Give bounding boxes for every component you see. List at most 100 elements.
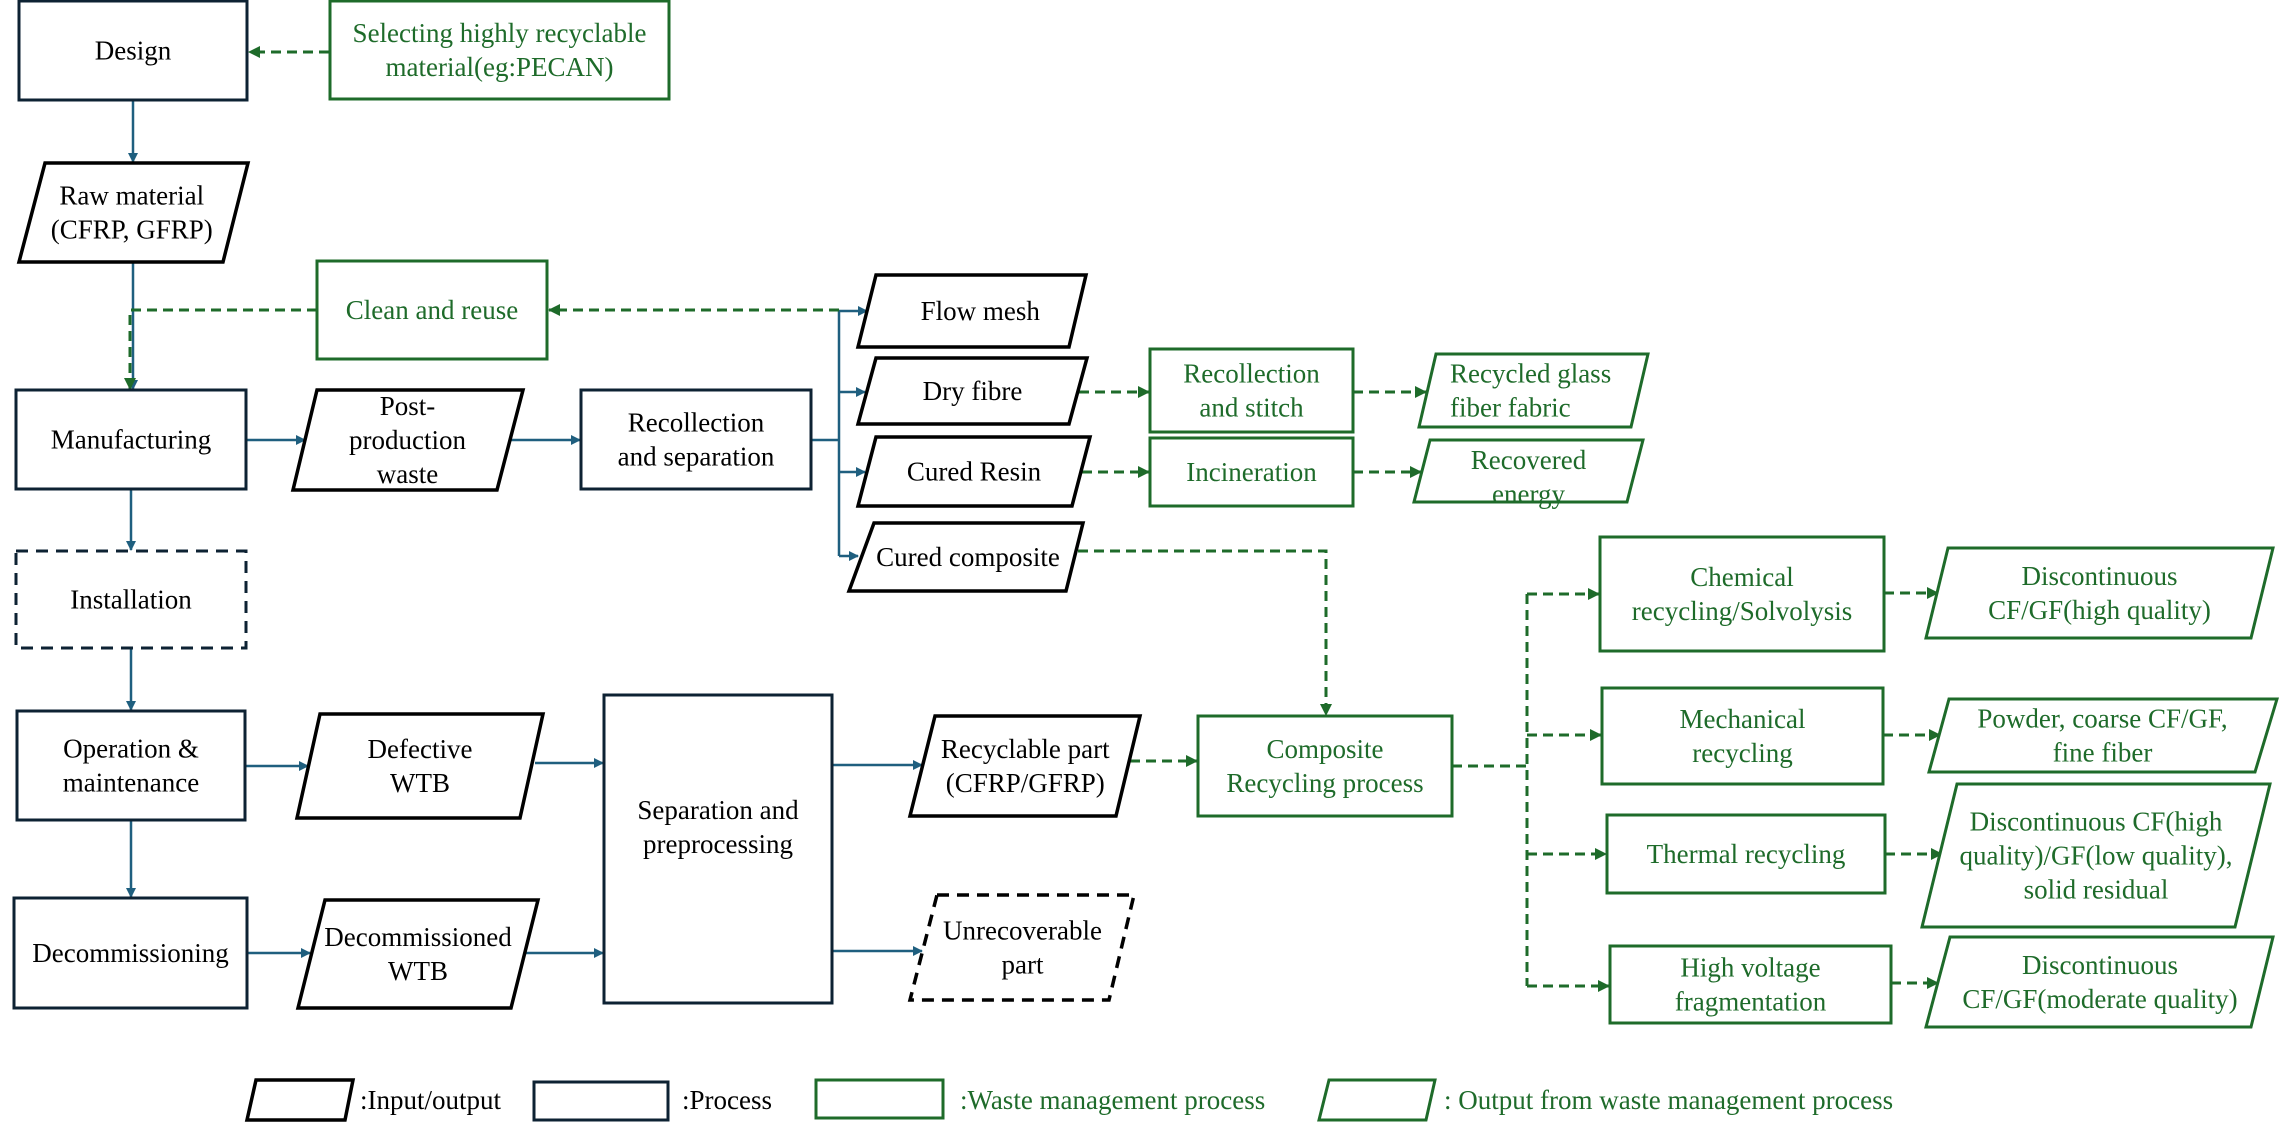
parallelogram-shape <box>855 273 1089 349</box>
incineration-box: Incineration <box>1148 436 1355 508</box>
raw-material-box: Raw material (CFRP, GFRP) <box>16 161 251 264</box>
recycled-glass-label-line: fiber fabric <box>1450 393 1571 423</box>
operation-maintenance-box: Operation &maintenance <box>15 709 247 822</box>
selecting-material-box: Selecting highly recyclablematerial(eg:P… <box>328 0 671 101</box>
legend-process: :Process <box>532 1080 772 1122</box>
parallelogram-shape <box>907 714 1143 818</box>
flow-mesh-box: Flow mesh <box>855 273 1089 349</box>
post-production-waste-label-line: waste <box>377 459 438 489</box>
parallelogram-shape <box>295 898 541 1010</box>
box-shape <box>17 0 249 102</box>
installation-box: Installation <box>14 549 248 650</box>
legend-swatch <box>814 1078 945 1120</box>
mechanical-output-label-line: fine fiber <box>2053 738 2153 768</box>
legend-swatch <box>244 1078 356 1122</box>
unrecoverable-part-label-line: Unrecoverable <box>943 916 1102 946</box>
parallelogram-shape <box>855 435 1093 508</box>
recycled-glass-label-line: Recycled glass <box>1450 359 1611 389</box>
decommissioning-box: Decommissioning <box>12 896 249 1010</box>
recovered-energy-label-line: Recovered <box>1471 445 1587 475</box>
cured-resin-box: Cured Resin <box>855 435 1093 508</box>
parallelogram-shape <box>290 388 526 492</box>
thermal-output-label-line: quality)/GF(low quality), <box>1960 841 2233 871</box>
mechanical-output-box: Powder, coarse CF/GF, fine fiber <box>1927 697 2279 774</box>
connectors <box>124 46 1943 992</box>
chemical-recycling-label-line: Chemical <box>1690 562 1793 592</box>
recollection-stitch-label-line: Recollection <box>1183 359 1320 389</box>
legend: :Input/output :Process :Waste management p… <box>244 1078 1893 1122</box>
box-shape <box>14 388 248 491</box>
parallelogram-shape <box>1924 935 2275 1029</box>
recollection-separation-label-line: and separation <box>618 442 775 472</box>
selecting-material-label-line: Selecting highly recyclable <box>353 18 647 48</box>
clean-reuse-label-line: Clean and reuse <box>346 295 518 325</box>
high-voltage-label-line: fragmentation <box>1675 987 1827 1017</box>
mechanical-recycling-label-line: Mechanical <box>1680 704 1806 734</box>
cured-resin-label-line: Cured Resin <box>907 457 1042 487</box>
thermal-recycling-label-line: Thermal recycling <box>1647 839 1846 869</box>
composite-branch-trunk <box>1452 594 1529 986</box>
box-shape <box>1605 813 1887 895</box>
legend-label: : Output from waste management process <box>1444 1085 1893 1115</box>
box-shape <box>1600 686 1885 786</box>
box-shape <box>14 549 248 650</box>
parallelogram-shape <box>846 521 1086 593</box>
defective-wtb-label-line: WTB <box>390 768 450 798</box>
incineration-label-line: Incineration <box>1186 457 1317 487</box>
decommissioned-wtb-label-line: Decommissioned <box>324 922 512 952</box>
legend-waste-process: :Waste management process <box>814 1078 1265 1120</box>
parallelogram-shape <box>1924 546 2275 640</box>
parallelogram-shape <box>1412 438 1645 504</box>
composite-recycling-label-line: Composite <box>1266 734 1383 764</box>
cured-composite-label-line: Cured composite <box>876 542 1060 572</box>
decommissioning-label-line: Decommissioning <box>32 938 229 968</box>
legend-swatch <box>532 1080 670 1122</box>
high-voltage-output-label-line: Discontinuous <box>2022 950 2178 980</box>
recollection-stitch-box: Recollection and stitch <box>1148 347 1355 434</box>
post-production-waste-label-line: production <box>349 425 466 455</box>
recollection-separation-box: Recollection and separation <box>579 388 813 491</box>
operation-maintenance-label-line: maintenance <box>63 768 199 798</box>
defective-wtb-label-line: Defective <box>368 734 473 764</box>
thermal-recycling-box: Thermal recycling <box>1605 813 1887 895</box>
thermal-output-label-line: solid residual <box>2024 875 2169 905</box>
unrecoverable-part-label-line: part <box>1002 950 1044 980</box>
box-shape <box>1598 535 1886 653</box>
box-shape <box>328 0 671 101</box>
parallelogram-shape <box>1920 782 2272 929</box>
chemical-recycling-label-line: recycling/Solvolysis <box>1632 596 1852 626</box>
raw-material-label-line: Raw material <box>59 181 204 211</box>
cured-composite-to-composite-recycling-arrow <box>1078 549 1332 716</box>
box-shape <box>602 693 834 1005</box>
recycled-glass-box: Recycled glass fiber fabric <box>1417 352 1650 429</box>
box-shape <box>1148 436 1355 508</box>
box-shape <box>315 259 549 361</box>
design-label-line: Design <box>95 36 172 66</box>
chemical-output-label-line: CF/GF(high quality) <box>1988 595 2211 625</box>
legend-input-output: :Input/output <box>244 1078 501 1122</box>
recollection-separation-label-line: Recollection <box>628 408 765 438</box>
legend-waste-output: : Output from waste management process <box>1317 1078 1893 1122</box>
dry-fibre-label-line: Dry fibre <box>923 376 1023 406</box>
box-shape <box>579 388 813 491</box>
box-shape <box>1196 714 1454 818</box>
mechanical-output-label-line: Powder, coarse CF/GF, <box>1977 704 2227 734</box>
recyclable-part-label-line: Recyclable part <box>941 734 1110 764</box>
box-shape <box>12 896 249 1010</box>
thermal-output-label-line: Discontinuous CF(high <box>1970 807 2223 837</box>
chemical-recycling-box: Chemical recycling/Solvolysis <box>1598 535 1886 653</box>
box-shape <box>1608 944 1893 1025</box>
recollection-stitch-label-line: and stitch <box>1199 393 1304 423</box>
manufacturing-box: Manufacturing <box>14 388 248 491</box>
raw-material-label-line: (CFRP, GFRP) <box>51 215 213 245</box>
composite-recycling-label-line: Recycling process <box>1226 768 1423 798</box>
